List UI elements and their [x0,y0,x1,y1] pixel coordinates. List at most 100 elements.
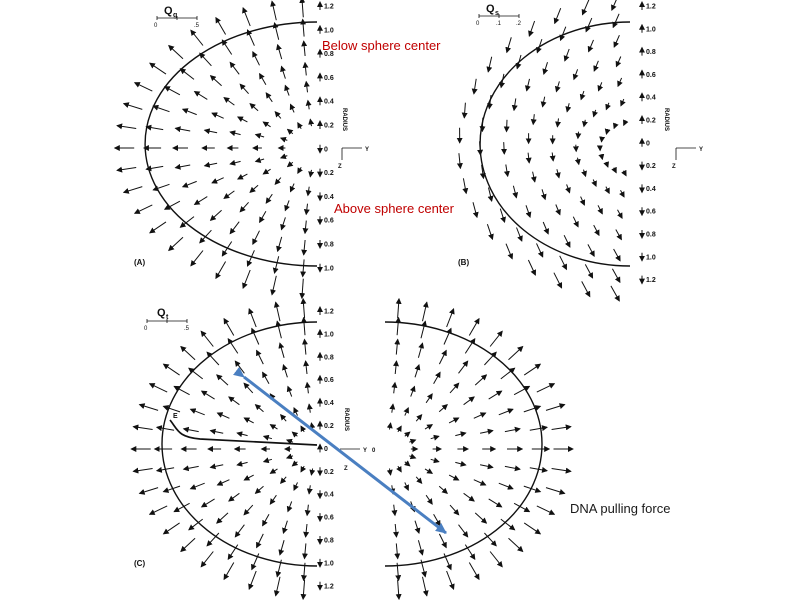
radius-tick-label: 0.4 [324,400,334,407]
vector-arrow [417,540,425,556]
radius-tick-label: 0.8 [324,538,334,545]
vector-arrow [613,122,619,130]
radius-tick-label: 0.6 [646,72,656,79]
vector-arrow [303,523,310,538]
radius-tick-label: 1.2 [324,4,334,11]
vector-arrow [394,543,401,560]
vector-arrow [422,301,429,322]
vector-arrow [254,404,264,413]
vector-arrow [396,425,402,433]
vector-arrow [229,159,241,166]
vector-arrow [116,166,137,173]
vector-arrow [554,169,561,179]
vector-arrow [168,236,184,252]
vector-arrow [486,94,493,110]
vector-arrow [163,86,181,96]
vector-arrow [446,307,455,328]
vector-arrow [593,60,599,72]
radius-tick-label: 0.8 [324,51,334,58]
vector-arrow [138,487,159,495]
vector-arrow [122,102,143,110]
vector-arrow [301,562,307,582]
radius-tick-label: 1.2 [646,277,656,284]
vector-arrow [301,543,308,560]
vector-arrow [216,412,230,419]
vector-arrow [275,559,282,578]
vector-arrow [269,468,278,474]
vector-arrow [305,186,312,197]
vector-arrow [148,383,168,393]
radius-tick-label: 0.4 [324,99,334,106]
vector-arrow [229,61,240,75]
vector-arrow [579,196,586,206]
vector-arrow [237,116,248,123]
vector-arrow [206,351,220,366]
vector-arrow [619,190,625,198]
panel-c-radius-axis: 1.21.00.80.60.40.200.20.40.60.81.01.2 [317,306,334,591]
vector-arrow [132,467,153,474]
vector-arrow [223,97,235,106]
radius-tick-label: 1.2 [646,4,656,11]
vector-arrow [284,200,290,212]
vector-arrow [581,281,591,298]
vector-arrow [279,153,288,160]
vector-arrow [414,520,421,535]
svg-text:.5: .5 [184,326,190,332]
radius-tick-label: 0.4 [324,492,334,499]
vector-arrow [403,482,409,492]
panel-c-scale: Q t 0 .5 [144,307,190,332]
vector-arrow [394,338,401,355]
vector-arrow [592,109,598,118]
vector-arrow [206,532,220,547]
radius-tick-label: 1.0 [324,265,334,272]
vector-arrow [479,117,486,133]
vector-arrow [265,92,273,103]
vector-arrow [425,494,433,505]
vector-arrow [251,327,260,345]
radius-tick-label: 1.2 [324,583,334,590]
vector-arrow [611,166,617,174]
vector-arrow [565,103,572,113]
vector-arrow [304,504,311,517]
vector-arrow [300,18,307,37]
vector-arrow [462,178,469,195]
vector-arrow [149,62,167,75]
vector-arrow [395,297,402,319]
vector-arrow [559,26,567,42]
vector-arrow [409,453,417,460]
vector-arrow [229,221,240,235]
radius-tick-label: 0.8 [646,49,656,56]
vector-arrow [486,56,493,73]
vector-arrow [306,403,313,413]
vector-arrow [215,261,227,280]
vector-arrow [256,349,264,365]
svg-text:Z: Z [344,466,348,472]
vector-arrow [200,330,214,347]
vector-arrow [463,492,475,502]
vector-arrow [597,205,603,215]
vector-arrow [438,533,447,549]
vector-arrow [545,487,566,495]
vector-arrow [301,40,308,57]
vector-arrow [262,121,271,128]
vector-arrow [306,485,313,495]
vector-arrow [536,383,556,393]
vector-arrow [554,81,561,93]
vector-arrow [188,518,204,531]
radius-tick-label: 0.4 [646,95,656,102]
vector-arrow [499,73,506,89]
vector-arrow [540,96,547,108]
vector-arrow [523,522,542,535]
vector-arrow [386,422,393,430]
vector-arrow [254,485,264,494]
vector-arrow [603,161,609,168]
vector-arrow [458,524,469,538]
vector-arrow [122,186,143,194]
vector-arrow [272,22,280,40]
vector-arrow [300,465,307,473]
vector-arrow [155,425,175,432]
radius-tick-label: 0.6 [324,75,334,82]
radius-tick-label: 1.0 [646,254,656,261]
vector-arrow [472,202,479,219]
vector-arrow [468,317,480,336]
